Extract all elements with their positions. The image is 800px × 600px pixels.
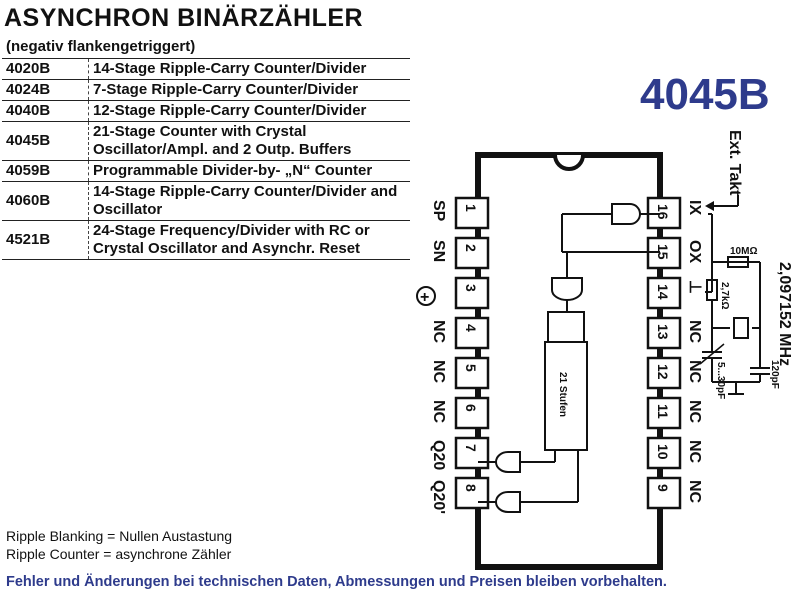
pin-9 bbox=[646, 476, 682, 510]
ext-clock-arrow bbox=[705, 201, 714, 211]
pin-label: Q20' bbox=[430, 480, 447, 514]
type-description: 24-Stage Frequency/Divider with RC or Cr… bbox=[93, 222, 370, 257]
trim-capacitor-label: 5...30pF bbox=[715, 362, 726, 399]
pin-label: SN bbox=[430, 240, 447, 262]
pin-number: 16 bbox=[655, 204, 671, 220]
type-description: 7-Stage Ripple-Carry Counter/Divider bbox=[93, 81, 359, 98]
pin-number: 3 bbox=[463, 284, 479, 292]
plus-supply-symbol: + bbox=[420, 289, 429, 306]
type-number: 4020B bbox=[2, 58, 89, 80]
pin-number: 5 bbox=[463, 364, 479, 372]
pin-number: 8 bbox=[463, 484, 479, 492]
type-description: Programmable Divider-by- „N“ Counter bbox=[93, 162, 373, 179]
frequency-label: 2,097152 MHz bbox=[776, 262, 793, 366]
pin-number: 4 bbox=[463, 324, 479, 332]
pin-label: ⊥ bbox=[686, 280, 703, 294]
pin-label: NC bbox=[686, 480, 703, 504]
ripple-counter-note: Ripple Counter = asynchrone Zähler bbox=[6, 546, 232, 562]
pin-number: 15 bbox=[655, 244, 671, 260]
pin-number: 9 bbox=[655, 484, 671, 492]
type-description: 12-Stage Ripple-Carry Counter/Divider bbox=[93, 102, 367, 119]
pin-label: IX bbox=[686, 200, 703, 215]
plus-supply-icon bbox=[416, 286, 436, 306]
pin-number: 1 bbox=[463, 204, 479, 212]
resistor-10m bbox=[727, 256, 749, 268]
clock-gate bbox=[551, 277, 583, 301]
pin-4 bbox=[454, 316, 490, 350]
footer-disclaimer: Fehler und Änderungen bei technischen Da… bbox=[6, 574, 667, 590]
page-title: ASYNCHRON BINÄRZÄHLER bbox=[4, 4, 364, 32]
crystal-icon bbox=[733, 317, 749, 339]
pin1-notch bbox=[553, 154, 585, 171]
pin-label: Q20 bbox=[430, 440, 447, 470]
prescaler-block bbox=[547, 311, 585, 343]
page-subtitle: (negativ flankengetriggert) bbox=[6, 38, 196, 55]
counter-label: 21 Stufen bbox=[557, 372, 568, 417]
type-number: 4059B bbox=[2, 160, 89, 182]
fixed-capacitor-label: 120pF bbox=[769, 360, 780, 389]
pin-10 bbox=[646, 436, 682, 470]
output-buffer-q20 bbox=[495, 451, 521, 473]
pin-label: OX bbox=[686, 240, 703, 263]
pin-label: NC bbox=[686, 440, 703, 464]
part-number-heading: 4045B bbox=[640, 70, 770, 119]
pin-number: 10 bbox=[655, 444, 671, 460]
pin-7 bbox=[454, 436, 490, 470]
pin-label: NC bbox=[430, 360, 447, 384]
type-description: 14-Stage Ripple-Carry Counter/Divider bbox=[93, 60, 367, 77]
pin-13 bbox=[646, 316, 682, 350]
pin-11 bbox=[646, 396, 682, 430]
pin-number: 12 bbox=[655, 364, 671, 380]
pin-number: 6 bbox=[463, 404, 479, 412]
pin-number: 7 bbox=[463, 444, 479, 452]
pin-number: 11 bbox=[655, 404, 671, 419]
type-number: 4040B bbox=[2, 100, 89, 122]
output-buffer-q20-inverted bbox=[495, 491, 521, 513]
pin-5 bbox=[454, 356, 490, 390]
oscillator-gate bbox=[611, 203, 641, 225]
pin-label: NC bbox=[686, 360, 703, 384]
resistor-10m-label: 10MΩ bbox=[730, 246, 757, 257]
resistor-2k7-label: 2,7kΩ bbox=[719, 282, 730, 309]
trim-capacitor-icon bbox=[699, 343, 725, 365]
type-description: 14-Stage Ripple-Carry Counter/Divider an… bbox=[93, 183, 398, 218]
pin-6 bbox=[454, 396, 490, 430]
type-number: 4521B bbox=[2, 220, 89, 260]
ext-clock-label: Ext. Takt bbox=[726, 130, 743, 196]
pin-8 bbox=[454, 476, 490, 510]
pin-number: 14 bbox=[655, 284, 671, 300]
pin-number: 13 bbox=[655, 324, 671, 340]
type-number: 4024B bbox=[2, 79, 89, 101]
pin-12 bbox=[646, 356, 682, 390]
pin-2 bbox=[454, 236, 490, 270]
pin-label: NC bbox=[686, 320, 703, 344]
ic-body bbox=[475, 152, 663, 570]
pin-label: NC bbox=[430, 320, 447, 344]
type-number: 4045B bbox=[2, 121, 89, 161]
ripple-blanking-note: Ripple Blanking = Nullen Austastung bbox=[6, 528, 233, 544]
pin-3 bbox=[454, 276, 490, 310]
pin-label: NC bbox=[430, 400, 447, 424]
pin-label: SP bbox=[430, 200, 447, 222]
pin-label: NC bbox=[686, 400, 703, 424]
type-number: 4060B bbox=[2, 181, 89, 221]
pin-number: 2 bbox=[463, 244, 479, 252]
counter-block bbox=[544, 341, 588, 451]
pin-14 bbox=[646, 276, 682, 310]
pin-1 bbox=[454, 196, 490, 230]
type-description: 21-Stage Counter with Crystal Oscillator… bbox=[93, 123, 352, 158]
